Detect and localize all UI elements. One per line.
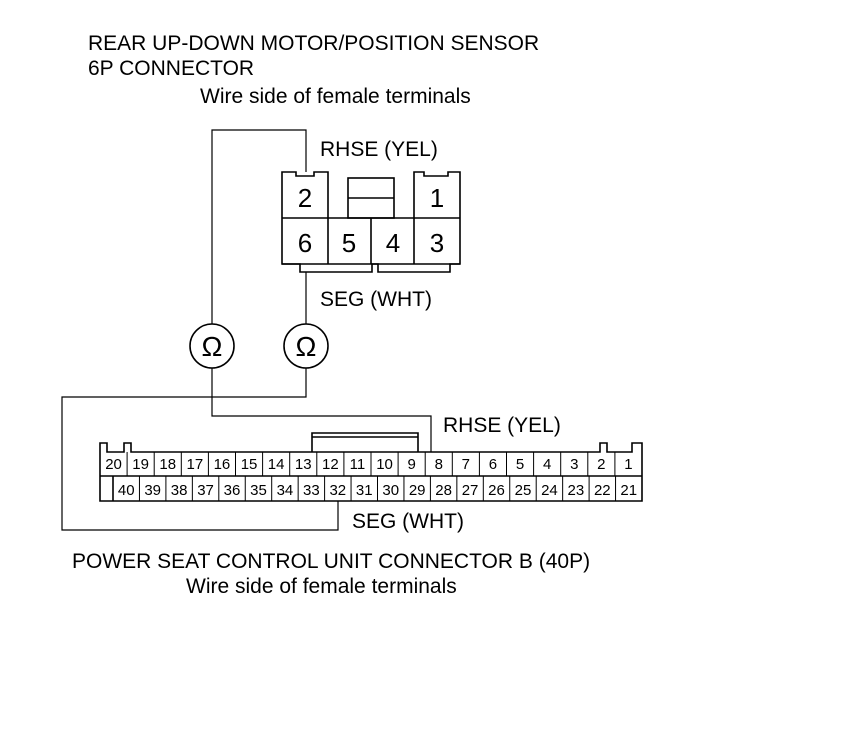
bottom-pin-19: 19 <box>132 456 149 473</box>
top-connector-subtitle: Wire side of female terminals <box>200 85 471 108</box>
bottom-pin-24: 24 <box>541 482 558 499</box>
bottom-pin-21: 21 <box>620 482 637 499</box>
bottom-pin-12: 12 <box>322 456 339 473</box>
bottom-pin-38: 38 <box>171 482 188 499</box>
top-connector-body <box>281 171 461 273</box>
top-pin-5: 5 <box>342 228 356 258</box>
top-label-seg: SEG (WHT) <box>320 288 432 311</box>
bottom-pin-16: 16 <box>214 456 231 473</box>
bottom-pin-18: 18 <box>159 456 176 473</box>
ohm-icon: Ω <box>202 331 223 362</box>
bottom-pin-28: 28 <box>435 482 452 499</box>
ohm-icon: Ω <box>296 331 317 362</box>
ohmmeter-1: Ω <box>189 323 235 369</box>
bottom-pin-30: 30 <box>382 482 399 499</box>
bottom-pin-4: 4 <box>543 456 551 473</box>
bottom-pin-7: 7 <box>462 456 470 473</box>
wire-meter2-to-pin32 <box>61 368 339 531</box>
bottom-pin-35: 35 <box>250 482 267 499</box>
bottom-pin-31: 31 <box>356 482 373 499</box>
bottom-pin-20: 20 <box>105 456 122 473</box>
bottom-connector-title: POWER SEAT CONTROL UNIT CONNECTOR B (40P… <box>72 550 590 573</box>
bottom-pin-2: 2 <box>597 456 605 473</box>
bottom-pin-33: 33 <box>303 482 320 499</box>
bottom-pin-5: 5 <box>516 456 524 473</box>
bottom-pin-37: 37 <box>197 482 214 499</box>
bottom-pin-3: 3 <box>570 456 578 473</box>
top-pin-6: 6 <box>298 228 312 258</box>
bottom-pin-40: 40 <box>118 482 135 499</box>
bottom-pin-1: 1 <box>624 456 632 473</box>
bottom-pin-17: 17 <box>187 456 204 473</box>
bottom-pin-22: 22 <box>594 482 611 499</box>
bottom-pin-29: 29 <box>409 482 426 499</box>
bottom-pin-34: 34 <box>277 482 294 499</box>
wire-meter1-to-pin2 <box>211 129 307 325</box>
top-pin-2: 2 <box>298 183 312 213</box>
top-pin-3: 3 <box>430 228 444 258</box>
bottom-pin-14: 14 <box>268 456 285 473</box>
bottom-pin-6: 6 <box>489 456 497 473</box>
bottom-pin-36: 36 <box>224 482 241 499</box>
bottom-pin-25: 25 <box>515 482 532 499</box>
top-pin-4: 4 <box>386 228 400 258</box>
wires <box>61 129 432 531</box>
bottom-pin-10: 10 <box>376 456 393 473</box>
bottom-pin-39: 39 <box>144 482 161 499</box>
top-connector-title-line1: REAR UP-DOWN MOTOR/POSITION SENSOR <box>88 32 539 55</box>
top-pin-1: 1 <box>430 183 444 213</box>
top-label-rhse: RHSE (YEL) <box>320 138 438 161</box>
bottom-pin-27: 27 <box>462 482 479 499</box>
top-connector-title-line2: 6P CONNECTOR <box>88 57 254 80</box>
bottom-pin-9: 9 <box>407 456 415 473</box>
bottom-connector-subtitle: Wire side of female terminals <box>186 575 457 598</box>
bottom-pin-13: 13 <box>295 456 312 473</box>
bottom-pin-26: 26 <box>488 482 505 499</box>
bottom-pin-32: 32 <box>329 482 346 499</box>
bottom-pin-11: 11 <box>350 456 366 473</box>
ohmmeter-2: Ω <box>283 323 329 369</box>
bottom-label-rhse: RHSE (YEL) <box>443 414 561 437</box>
wire-meter1-to-pin8 <box>211 368 432 452</box>
bottom-pin-23: 23 <box>568 482 585 499</box>
bottom-pin-8: 8 <box>435 456 443 473</box>
bottom-pin-15: 15 <box>241 456 258 473</box>
bottom-label-seg: SEG (WHT) <box>352 510 464 533</box>
